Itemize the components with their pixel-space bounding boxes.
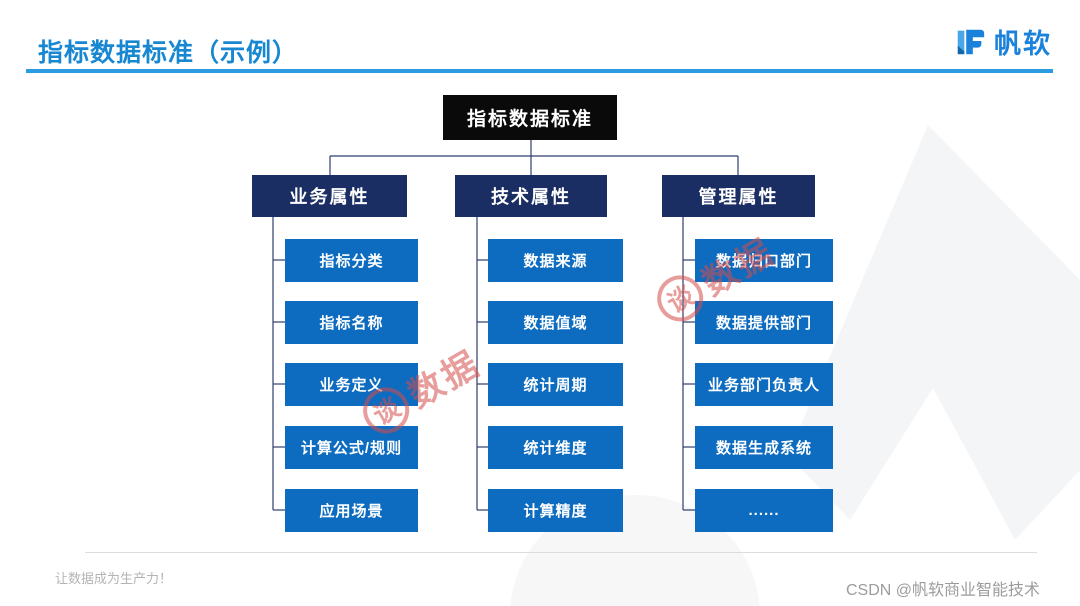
footer-slogan: 让数据成为生产力！: [55, 571, 173, 586]
tree-item: 业务部门负责人: [695, 363, 833, 406]
tree-item: 数据归口部门: [695, 239, 833, 282]
tree-item: 数据提供部门: [695, 301, 833, 344]
group-node-management: 管理属性: [662, 175, 815, 217]
group-node-technical: 技术属性: [455, 175, 607, 217]
tree-item: 计算精度: [488, 489, 623, 532]
tree-item: 业务定义: [285, 363, 418, 406]
tree-root-node: 指标数据标准: [443, 95, 617, 140]
tree-item: 数据值域: [488, 301, 623, 344]
tree-item: ......: [695, 489, 833, 532]
tree-item: 指标分类: [285, 239, 418, 282]
tree-item: 数据生成系统: [695, 426, 833, 469]
tree-item: 指标名称: [285, 301, 418, 344]
title-underline: [26, 69, 1053, 73]
tree-item: 统计周期: [488, 363, 623, 406]
group-node-business: 业务属性: [252, 175, 407, 217]
tree-item: 统计维度: [488, 426, 623, 469]
csdn-credit: CSDN @帆软商业智能技术: [845, 582, 1040, 599]
tree-item: 应用场景: [285, 489, 418, 532]
tree-item: 数据来源: [488, 239, 623, 282]
fanruan-logo-icon: [957, 29, 985, 54]
fanruan-logo-text: 帆软: [994, 29, 1052, 59]
fanruan-logo: 帆软: [953, 22, 1052, 61]
tree-item: 计算公式/规则: [285, 426, 418, 469]
footer-divider: [85, 552, 1037, 553]
page-title: 指标数据标准（示例）: [38, 39, 299, 67]
